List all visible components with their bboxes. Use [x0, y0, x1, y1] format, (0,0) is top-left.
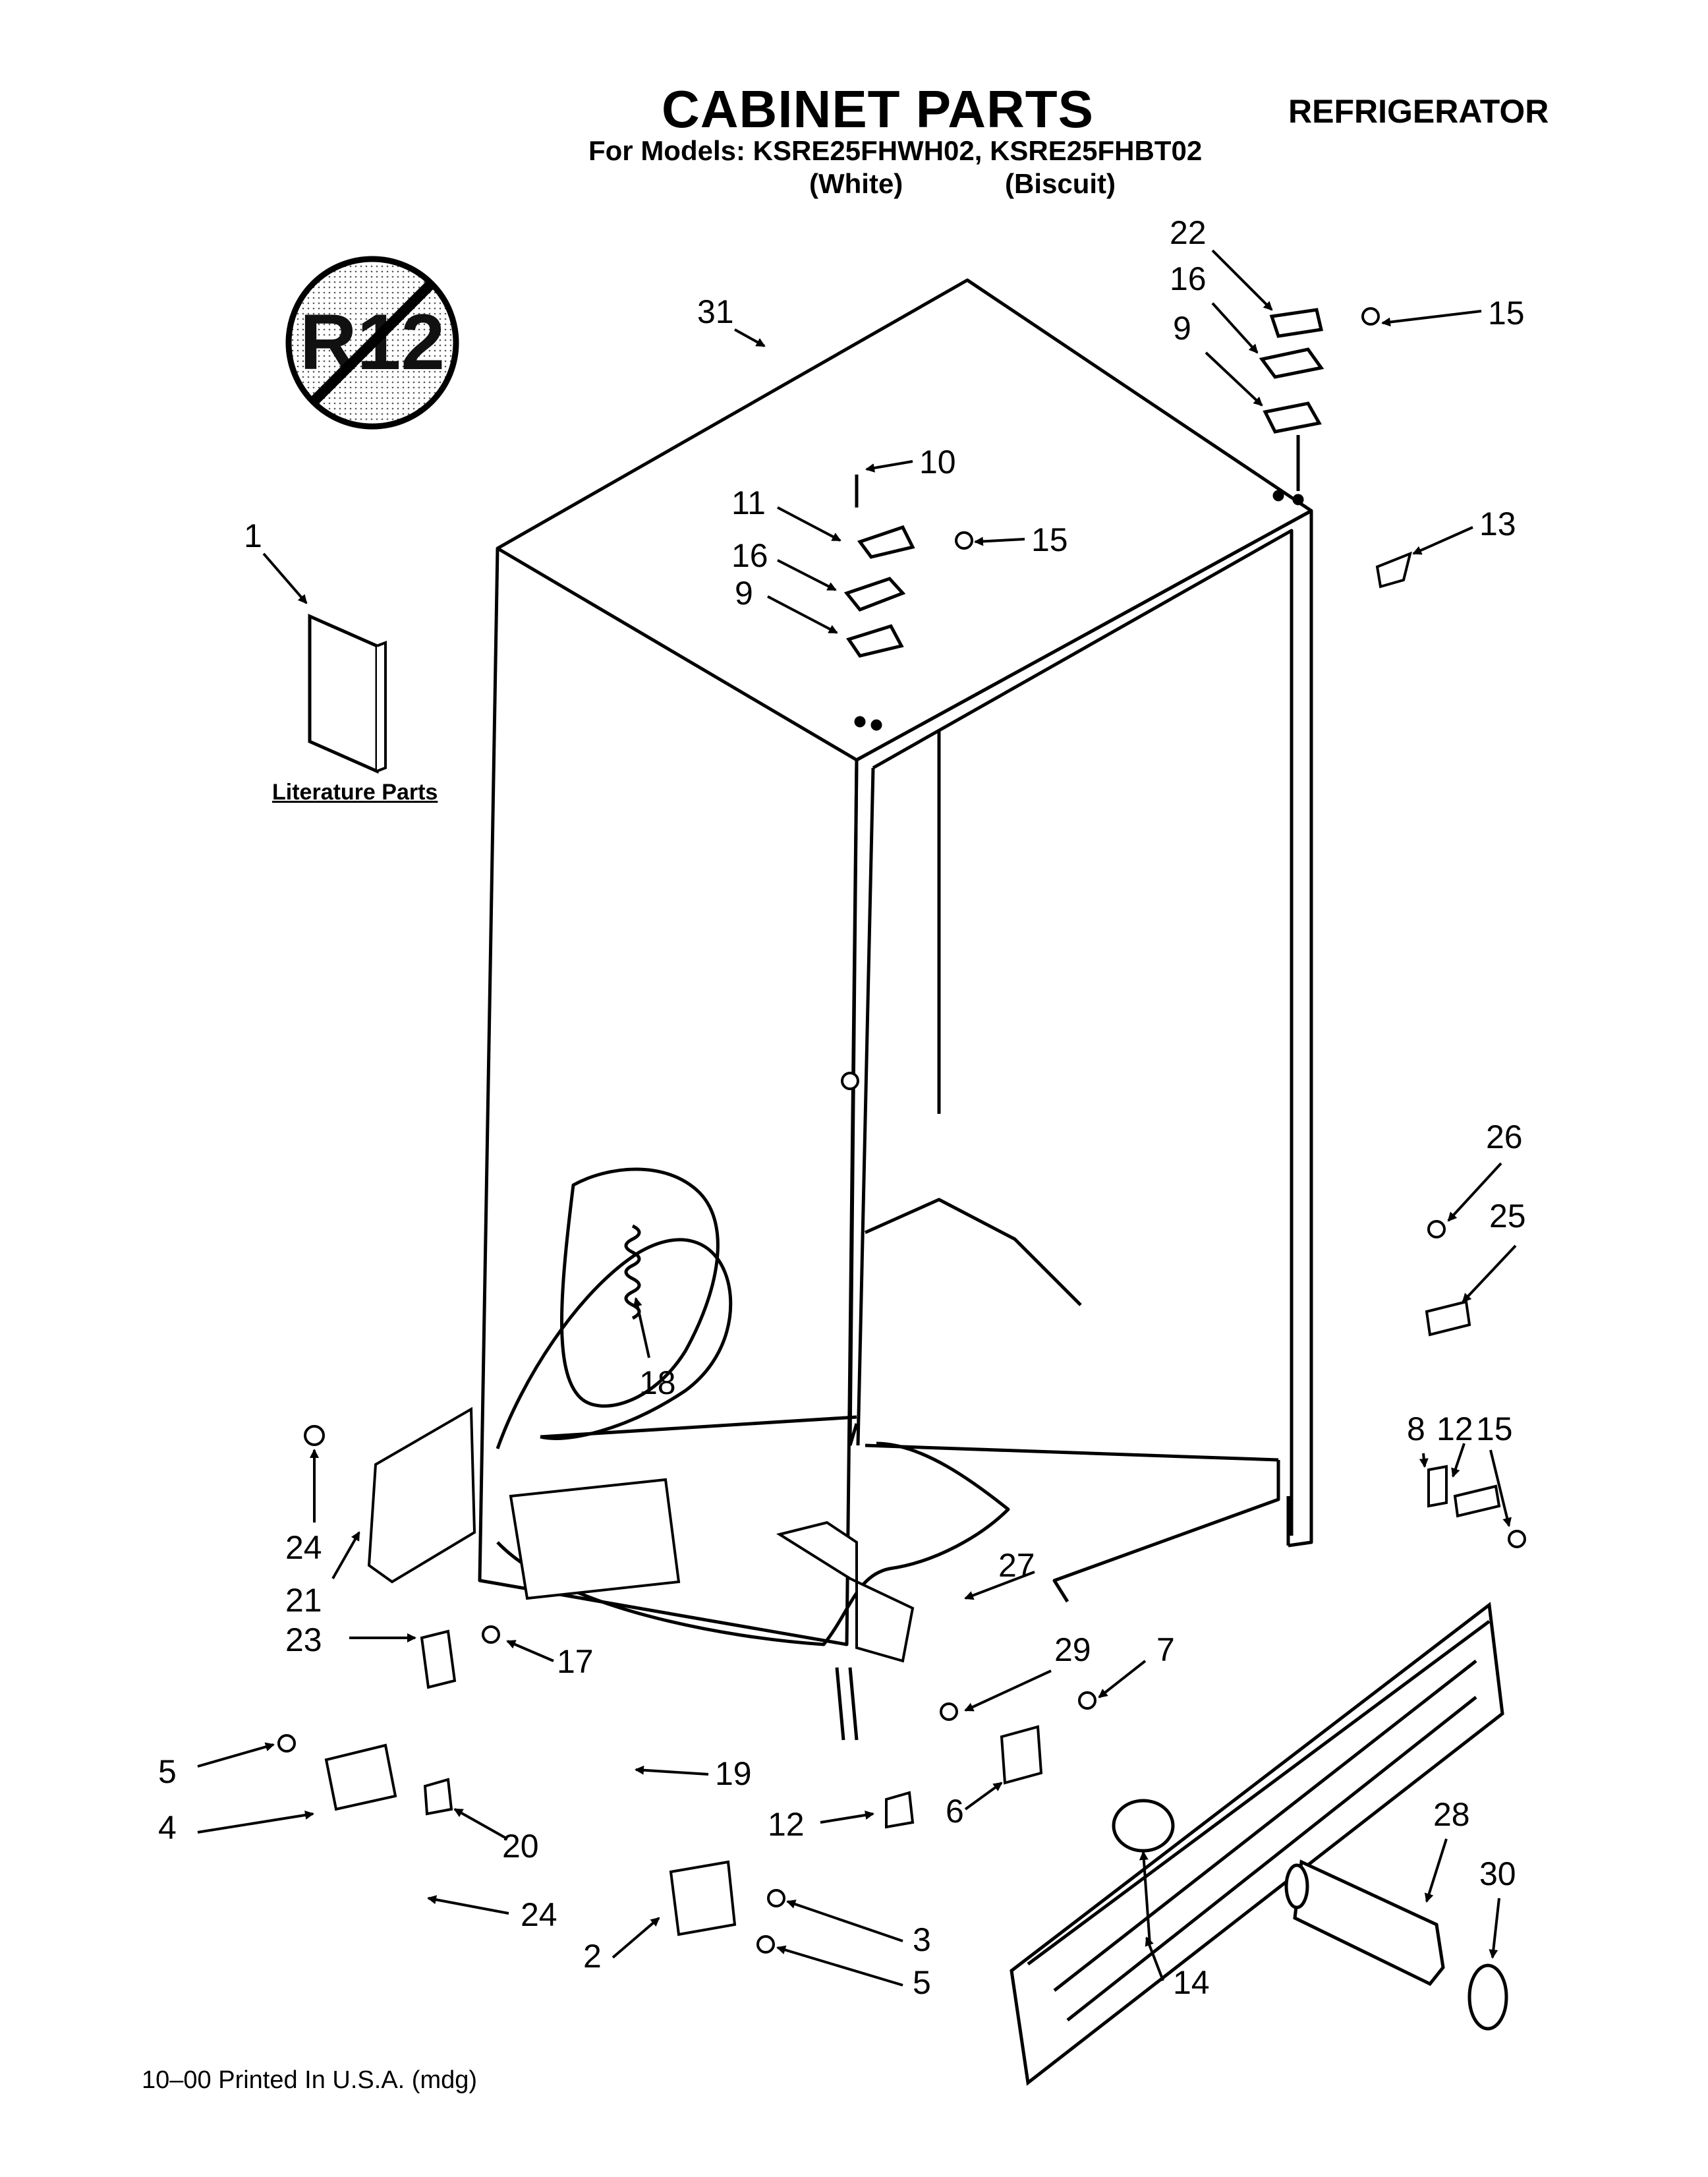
no-r12-refrigerant-icon: R12 — [285, 256, 459, 430]
callout-18: 18 — [639, 1364, 676, 1401]
callout-6: 6 — [946, 1793, 964, 1830]
models-line: For Models: KSRE25FHWH02, KSRE25FHBT02 — [588, 135, 1203, 166]
callout-30: 30 — [1479, 1855, 1516, 1892]
callout-7: 7 — [1156, 1631, 1175, 1668]
callout-24a: 24 — [285, 1529, 322, 1566]
callout-31: 31 — [697, 293, 734, 330]
document-type: REFRIGERATOR — [1288, 93, 1549, 130]
page-title: CABINET PARTS — [662, 80, 1094, 138]
control-bracket — [367, 1407, 681, 1600]
callout-17: 17 — [557, 1643, 594, 1680]
callout-20: 20 — [502, 1828, 539, 1865]
model-color-white: (White) — [809, 168, 903, 199]
literature-booklet-icon — [308, 614, 387, 774]
screw-hardware — [277, 307, 1526, 1954]
water-filter-part — [1284, 1859, 1445, 1987]
brackets-hardware — [324, 551, 1501, 1936]
callout-numbers: 31 1 10 11 15 16 9 22 16 9 15 13 26 25 8… — [158, 214, 1526, 2001]
upper-hinge-left — [843, 475, 915, 731]
callout-19: 19 — [715, 1755, 752, 1792]
callout-10: 10 — [919, 444, 956, 480]
callout-3: 3 — [913, 1921, 931, 1958]
callout-16a: 16 — [731, 537, 768, 574]
callout-29: 29 — [1054, 1631, 1091, 1668]
callout-25: 25 — [1489, 1198, 1526, 1234]
callout-5a: 5 — [158, 1753, 177, 1790]
callout-11: 11 — [731, 484, 766, 521]
coil-part — [624, 1224, 641, 1320]
callout-9b: 9 — [1173, 310, 1191, 347]
callout-15b: 15 — [1488, 295, 1525, 332]
callout-15a: 15 — [1031, 521, 1068, 558]
refrigerator-cabinet — [478, 278, 1313, 1741]
callout-16b: 16 — [1170, 260, 1207, 297]
callout-24b: 24 — [521, 1896, 557, 1933]
callout-leaders — [197, 249, 1517, 1987]
callout-5b: 5 — [913, 1964, 931, 2001]
callout-9a: 9 — [735, 575, 753, 612]
callout-22: 22 — [1170, 214, 1207, 251]
callout-13: 13 — [1479, 506, 1516, 542]
callout-15c: 15 — [1476, 1410, 1513, 1447]
grille-part — [1010, 1602, 1504, 2086]
callout-12b: 12 — [768, 1806, 805, 1843]
model-color-biscuit: (Biscuit) — [1005, 168, 1116, 199]
footer-print-info: 10–00 Printed In U.S.A. (mdg) — [142, 2066, 478, 2094]
callout-23: 23 — [285, 1621, 322, 1658]
callout-27: 27 — [998, 1547, 1035, 1584]
filter-cap-part — [1467, 1963, 1508, 2031]
callout-14: 14 — [1173, 1964, 1210, 2001]
callout-4: 4 — [158, 1809, 177, 1846]
callout-12a: 12 — [1437, 1410, 1473, 1447]
callout-8: 8 — [1407, 1410, 1425, 1447]
callout-26: 26 — [1486, 1118, 1523, 1155]
upper-hinge-right — [1259, 308, 1324, 506]
literature-parts-link[interactable]: Literature Parts — [272, 780, 438, 805]
callout-2: 2 — [583, 1938, 602, 1975]
callout-21: 21 — [285, 1582, 322, 1619]
callout-1: 1 — [244, 517, 262, 554]
callout-28: 28 — [1433, 1796, 1470, 1833]
